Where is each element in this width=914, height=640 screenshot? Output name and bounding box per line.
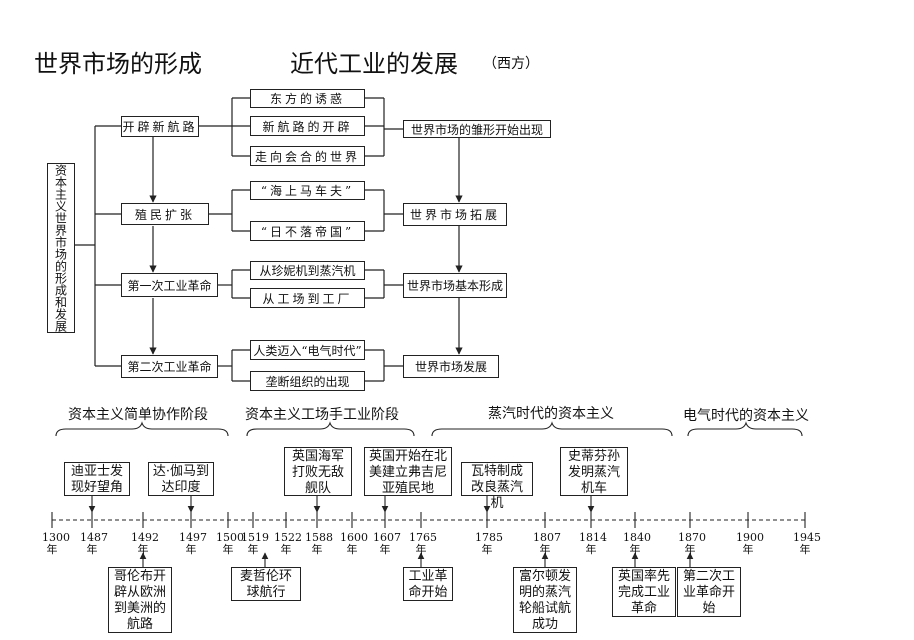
era-electric-age: 电气时代的资本主义 — [683, 408, 809, 424]
era-simple-cooperation: 资本主义简单协作阶段 — [68, 407, 208, 423]
event-stephenson-locomotive: 史蒂芬孙发明蒸汽机车 — [560, 447, 628, 496]
event-columbus-america: 哥伦布开辟从欧洲到美洲的航路 — [108, 567, 172, 633]
event-gama-india: 达·伽马到达印度 — [148, 462, 214, 496]
topic-jenny-to-steam: 从珍妮机到蒸汽机 — [250, 261, 365, 280]
event-armada-defeat: 英国海军打败无敌舰队 — [284, 447, 352, 496]
page-subtitle: 近代工业的发展 — [290, 50, 458, 78]
event-virginia-colony: 英国开始在北美建立弗吉尼亚殖民地 — [364, 447, 452, 496]
event-industrial-revolution-start: 工业革命开始 — [403, 567, 453, 601]
stage-first-industrial-revolution: 第一次工业革命 — [121, 273, 218, 297]
result-market-development: 世界市场发展 — [403, 355, 499, 378]
result-market-embryo: 世界市场的雏形开始出现 — [403, 120, 551, 138]
event-second-ir-start: 第二次工业革命开始 — [677, 567, 741, 617]
era-manual-workshop: 资本主义工场手工业阶段 — [245, 407, 399, 423]
topic-workshop-to-factory: 从工场到工厂 — [250, 288, 365, 308]
topic-electric-age: 人类迈入“电气时代” — [250, 340, 365, 360]
stage-new-routes: 开辟新航路 — [121, 116, 199, 137]
topic-oriental-temptation: 东方的诱惑 — [250, 89, 365, 108]
topic-converging-world: 走向会合的世界 — [250, 146, 365, 166]
subtitle-note: （西方） — [483, 56, 539, 72]
event-dias-cape: 迪亚士发现好望角 — [64, 462, 130, 496]
stage-colonial-expansion: 殖民扩张 — [121, 203, 209, 225]
event-britain-completes-ir: 英国率先完成工业革命 — [612, 567, 676, 617]
topic-empire-sun-never-sets: “日不落帝国” — [250, 221, 365, 241]
event-watt-steam: 瓦特制成改良蒸汽机 — [461, 462, 533, 511]
topic-new-route-opening: 新航路的开辟 — [250, 116, 365, 136]
result-market-basic-formed: 世界市场基本形成 — [403, 273, 507, 298]
event-fulton-steamboat: 富尔顿发明的蒸汽轮船试航成功 — [513, 567, 577, 633]
topic-monopolies: 垄断组织的出现 — [250, 371, 365, 391]
era-steam-age: 蒸汽时代的资本主义 — [488, 406, 614, 422]
root-node: 资本主义世界市场的形成和发展 — [47, 163, 75, 333]
page-title: 世界市场的形成 — [34, 50, 202, 78]
stage-second-industrial-revolution: 第二次工业革命 — [121, 355, 218, 378]
topic-sea-coachman: “海上马车夫” — [250, 181, 365, 200]
event-magellan-circumnavigation: 麦哲伦环球航行 — [231, 567, 301, 601]
result-market-expansion: 世界市场拓展 — [403, 203, 507, 226]
